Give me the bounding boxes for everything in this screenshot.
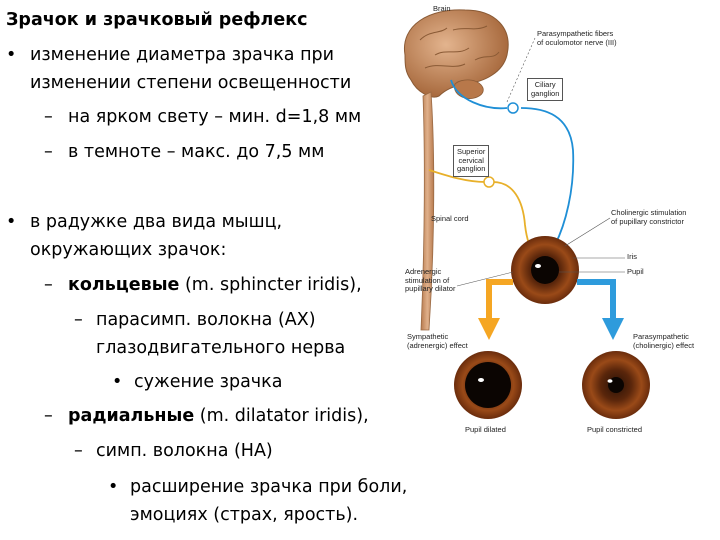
label-adrenergic-stimulation: Adrenergic stimulation of pupillary dila… bbox=[405, 267, 456, 293]
bullet-1-line-1: •изменение диаметра зрачка при bbox=[6, 45, 335, 65]
constricted-pupil-eye bbox=[582, 351, 650, 419]
slide-title: Зрачок и зрачковый рефлекс bbox=[6, 10, 308, 30]
pupillary-reflex-diagram: Brain Parasympathetic fibers of oculomot… bbox=[395, 0, 720, 540]
dash-marker: – bbox=[74, 310, 83, 330]
bullet-2-line-1: •в радужке два вида мышц, bbox=[6, 212, 283, 232]
bullet-marker: • bbox=[6, 45, 17, 65]
sympathetic-arrow bbox=[478, 279, 513, 340]
label-pupil: Pupil bbox=[627, 267, 644, 276]
label-iris: Iris bbox=[627, 252, 637, 261]
sub-bullet-darkness: –в темноте – макс. до 7,5 мм bbox=[44, 142, 325, 162]
dash-marker: – bbox=[44, 107, 53, 127]
label-pupil-dilated: Pupil dilated bbox=[465, 425, 506, 434]
label-brain: Brain bbox=[433, 4, 451, 13]
dilated-pupil-eye bbox=[454, 351, 522, 419]
cerebellum-shape bbox=[454, 79, 484, 99]
bullet-marker: • bbox=[6, 212, 17, 232]
dash-marker: – bbox=[44, 275, 53, 295]
sympathetic-nerve-path bbox=[428, 169, 486, 183]
superior-cervical-ganglion-node bbox=[483, 176, 495, 188]
ring-sub-line-1: –парасимп. волокна (АХ) bbox=[74, 310, 316, 330]
dash-marker: – bbox=[44, 142, 53, 162]
label-cholinergic-stimulation: Cholinergic stimulation of pupillary con… bbox=[611, 208, 687, 226]
slide-text-column: Зрачок и зрачковый рефлекс •изменение ди… bbox=[6, 10, 408, 525]
ring-effect: •сужение зрачка bbox=[112, 372, 283, 392]
main-eye bbox=[511, 236, 579, 304]
diagram-graphics bbox=[404, 9, 650, 419]
dash-marker: – bbox=[44, 406, 53, 426]
bullet-1-line-2: изменении степени освещенности bbox=[30, 73, 352, 93]
label-ciliary-ganglion: Ciliary ganglion bbox=[527, 78, 564, 101]
radial-effect-line-2: эмоциях (страх, ярость). bbox=[130, 505, 359, 525]
spinal-cord-shape bbox=[420, 91, 435, 331]
parasympathetic-arrow bbox=[577, 279, 624, 340]
ring-sub-line-2: глазодвигательного нерва bbox=[96, 338, 346, 358]
label-pupil-constricted: Pupil constricted bbox=[587, 425, 643, 434]
label-spinal-cord: Spinal cord bbox=[431, 214, 469, 223]
sub-bullet-radial-muscle: –радиальные (m. dilatator iridis), bbox=[44, 406, 369, 426]
dash-marker: – bbox=[74, 441, 83, 461]
bullet-2-line-2: окружающих зрачок: bbox=[30, 240, 227, 260]
bullet-marker: • bbox=[108, 477, 119, 497]
parasympathetic-nerve-path bbox=[450, 79, 508, 110]
bullet-marker: • bbox=[112, 372, 123, 392]
label-sympathetic-effect: Sympathetic (adrenergic) effect bbox=[407, 332, 468, 350]
ciliary-ganglion-node bbox=[507, 102, 519, 114]
radial-effect-line-1: •расширение зрачка при боли, bbox=[108, 477, 408, 497]
sub-bullet-bright-light: –на ярком свету – мин. d=1,8 мм bbox=[44, 107, 362, 127]
label-parasympathetic-fibers: Parasympathetic fibers of oculomotor ner… bbox=[537, 29, 617, 47]
label-parasympathetic-effect: Parasympathetic (cholinergic) effect bbox=[633, 332, 695, 350]
radial-sub-line: –симп. волокна (НА) bbox=[74, 441, 273, 461]
label-superior-cervical-ganglion: Superior cervical ganglion bbox=[453, 145, 490, 177]
sub-bullet-ring-muscle: –кольцевые (m. sphincter iridis), bbox=[44, 275, 362, 295]
